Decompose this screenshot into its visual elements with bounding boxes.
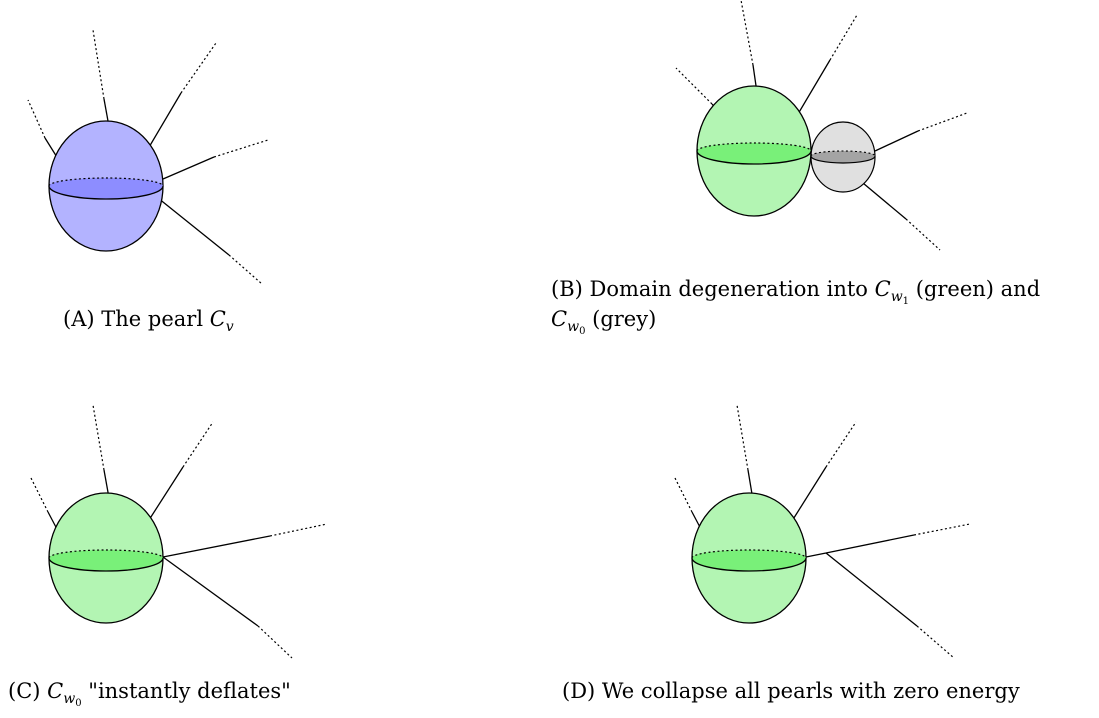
pearl-c-equator-front bbox=[48, 557, 164, 572]
caption-c-text: "instantly deflates" bbox=[88, 679, 291, 703]
panel-b-diagram bbox=[675, 0, 968, 251]
caption-c-label: (C) bbox=[8, 679, 41, 703]
panel-a-dotted-rays bbox=[27, 29, 269, 285]
panel-c-diagram bbox=[29, 404, 328, 659]
pearl-d-equator-back bbox=[691, 549, 807, 559]
pearl-d-equator-front bbox=[691, 557, 807, 572]
pearl-cv-band bbox=[49, 178, 163, 199]
caption-c: (C) Cw0 "instantly deflates" bbox=[8, 677, 291, 718]
pearl-cv-equator-back bbox=[48, 177, 164, 187]
pearl-cv-equator-front bbox=[48, 185, 164, 200]
pearl-cw1-equator-front bbox=[696, 150, 812, 165]
caption-d-label: (D) bbox=[562, 679, 596, 703]
pearl-cw0-equator-back bbox=[810, 150, 876, 157]
panel-b-dotted-rays bbox=[675, 0, 968, 251]
caption-a-text: The pearl bbox=[101, 307, 204, 331]
caption-a-symbol: C bbox=[209, 307, 226, 331]
pearl-c-equator-back bbox=[48, 549, 164, 559]
caption-b-line2: Cw0 (grey) bbox=[551, 305, 656, 346]
caption-d: (D) We collapse all pearls with zero ene… bbox=[562, 677, 1020, 705]
pearl-c-band bbox=[49, 550, 163, 571]
pearl-cw1-band bbox=[697, 143, 811, 164]
caption-b-line1: (B) Domain degeneration into Cw1 (green)… bbox=[551, 275, 1040, 316]
pearl-d-band bbox=[692, 550, 806, 571]
pearl-cw0-equator-front bbox=[810, 155, 876, 164]
panel-c-dotted-rays bbox=[29, 404, 328, 659]
caption-d-text: We collapse all pearls with zero energy bbox=[601, 679, 1020, 703]
caption-c-symbol: C bbox=[47, 679, 64, 703]
panel-d-diagram bbox=[673, 404, 971, 659]
caption-b-sub2: w0 bbox=[567, 319, 586, 337]
pearl-cw0-band bbox=[811, 151, 875, 163]
caption-b-text2: (green) and bbox=[915, 277, 1041, 301]
caption-a: (A) The pearl Cv bbox=[63, 305, 234, 341]
caption-c-subscript: w0 bbox=[63, 691, 82, 709]
caption-a-label: (A) bbox=[63, 307, 95, 331]
pearl-cw1-equator-back bbox=[696, 142, 812, 152]
caption-b-sym2: C bbox=[551, 307, 568, 331]
panel-a-diagram bbox=[27, 29, 269, 285]
caption-a-subscript: v bbox=[225, 319, 234, 335]
caption-b-sym1: C bbox=[874, 277, 891, 301]
caption-b-sub1: w1 bbox=[890, 289, 910, 307]
caption-b-text3: (grey) bbox=[592, 307, 657, 331]
caption-b-text1: Domain degeneration into bbox=[589, 277, 868, 301]
panel-d-dotted-rays bbox=[673, 404, 971, 659]
caption-b-label: (B) bbox=[551, 277, 583, 301]
